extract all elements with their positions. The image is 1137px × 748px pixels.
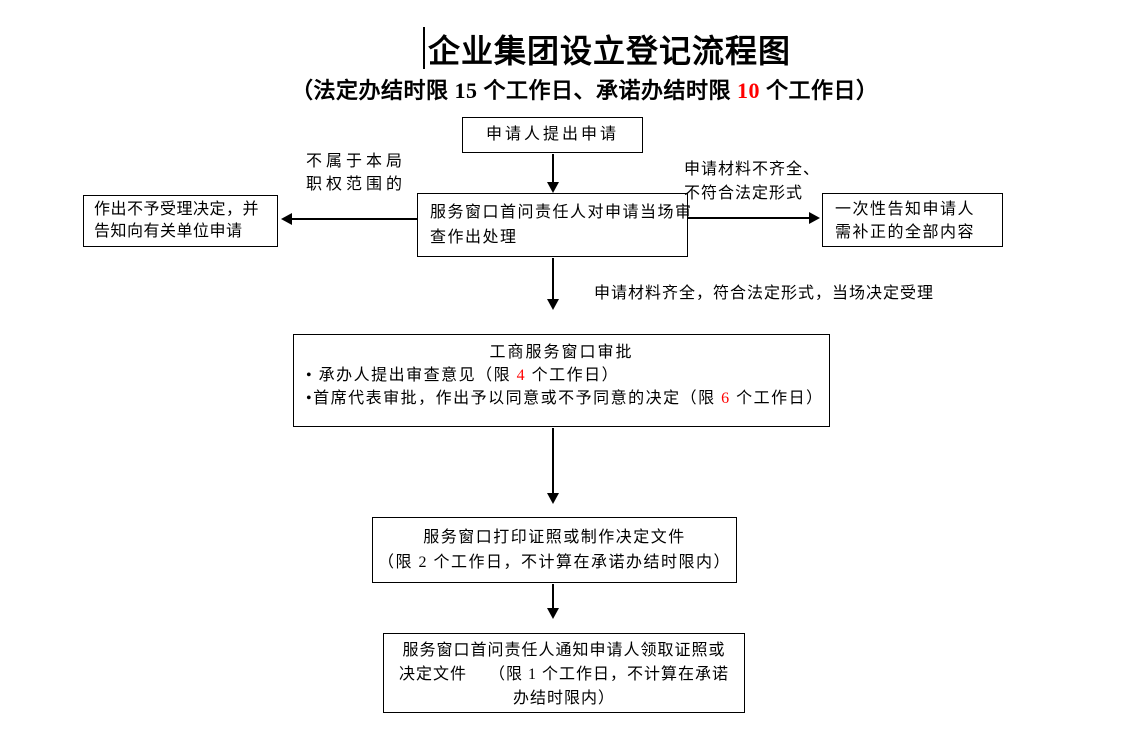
node-print-license-line1: 服务窗口打印证照或制作决定文件: [423, 529, 686, 546]
node-approval: 工商服务窗口审批 • 承办人提出审查意见（限 4 个工作日） •首席代表审批，作…: [293, 334, 830, 427]
node-print-license-line2: （限 2 个工作日，不计算在承诺办结时限内）: [377, 554, 731, 571]
subtitle-suffix: 个工作日）: [760, 78, 879, 103]
arrow-stem: [552, 428, 554, 494]
node-reject-decision: 作出不予受理决定，并 告知向有关单位申请: [83, 195, 278, 247]
arrow-review-to-reject-icon: [281, 212, 417, 226]
node-reject-decision-line1: 作出不予受理决定，并: [94, 201, 260, 218]
approval-item1-days: 4: [516, 367, 527, 384]
label-materials-incomplete: 申请材料不齐全、 不符合法定形式: [684, 158, 820, 206]
node-onetime-notify: 一次性告知申请人 需补正的全部内容: [822, 193, 1003, 247]
node-window-review: 服务窗口首问责任人对申请当场审 查作出处理: [417, 193, 693, 257]
node-applicant-submit-text: 申请人提出申请: [485, 126, 619, 143]
arrow-review-to-notify-icon: [688, 211, 820, 225]
approval-item2-pre: •首席代表审批，作出予以同意或不予同意的决定（限: [306, 390, 722, 407]
node-approval-item1: • 承办人提出审查意见（限 4 个工作日）: [306, 364, 817, 387]
arrow-approval-to-print-icon: [546, 428, 560, 504]
label-out-of-scope-line2: 职权范围的: [306, 176, 407, 193]
arrow-head-left-icon: [281, 213, 292, 225]
text-cursor: [423, 27, 425, 69]
label-out-of-scope: 不属于本局 职权范围的: [306, 150, 406, 196]
node-notify-pickup-line1: 服务窗口首问责任人通知申请人领取证照或: [402, 642, 726, 659]
arrow-apply-to-review-icon: [546, 154, 560, 193]
arrow-stem: [688, 217, 810, 219]
node-notify-pickup-line2: 决定文件 （限 1 个工作日，不计算在承诺: [398, 666, 729, 683]
label-materials-incomplete-line1: 申请材料不齐全、: [684, 161, 821, 178]
node-onetime-notify-line1: 一次性告知申请人: [835, 201, 976, 218]
node-onetime-notify-line2: 需补正的全部内容: [835, 224, 976, 241]
node-window-review-line1: 服务窗口首问责任人对申请当场审: [430, 204, 693, 221]
approval-item2-days: 6: [721, 390, 731, 407]
arrow-stem: [552, 154, 554, 183]
node-notify-pickup-line3: 办结时限内）: [512, 690, 615, 707]
node-approval-title: 工商服务窗口审批: [489, 344, 634, 361]
node-notify-pickup: 服务窗口首问责任人通知申请人领取证照或 决定文件 （限 1 个工作日，不计算在承…: [383, 633, 745, 713]
approval-item2-post: 个工作日）: [730, 390, 824, 407]
approval-item1-post: 个工作日）: [526, 367, 620, 384]
page-subtitle: （法定办结时限 15 个工作日、承诺办结时限 10 个工作日）: [291, 73, 879, 105]
label-out-of-scope-line1: 不属于本局: [306, 153, 407, 170]
node-applicant-submit: 申请人提出申请: [462, 117, 643, 153]
arrow-head-down-icon: [547, 299, 559, 310]
label-materials-incomplete-line2: 不符合法定形式: [684, 185, 804, 202]
page-title: 企业集团设立登记流程图: [428, 33, 792, 69]
subtitle-promised-days: 10: [737, 78, 761, 103]
node-reject-decision-line2: 告知向有关单位申请: [94, 223, 243, 240]
node-print-license: 服务窗口打印证照或制作决定文件 （限 2 个工作日，不计算在承诺办结时限内）: [372, 517, 737, 583]
arrow-head-down-icon: [547, 182, 559, 193]
arrow-stem: [291, 218, 417, 220]
node-approval-item2: •首席代表审批，作出予以同意或不予同意的决定（限 6 个工作日）: [306, 387, 822, 410]
label-materials-complete: 申请材料齐全，符合法定形式，当场决定受理: [594, 285, 935, 302]
arrow-review-to-approval-icon: [546, 258, 560, 310]
arrow-print-to-pickup-icon: [546, 584, 560, 619]
approval-item1-pre: • 承办人提出审查意见（限: [306, 367, 517, 384]
arrow-head-right-icon: [809, 212, 820, 224]
arrow-head-down-icon: [547, 493, 559, 504]
subtitle-statutory-limit: （法定办结时限 15 个工作日、承诺办结时限: [291, 78, 738, 103]
node-window-review-line2: 查作出处理: [430, 229, 518, 246]
arrow-stem: [552, 584, 554, 609]
arrow-head-down-icon: [547, 608, 559, 619]
arrow-stem: [552, 258, 554, 300]
